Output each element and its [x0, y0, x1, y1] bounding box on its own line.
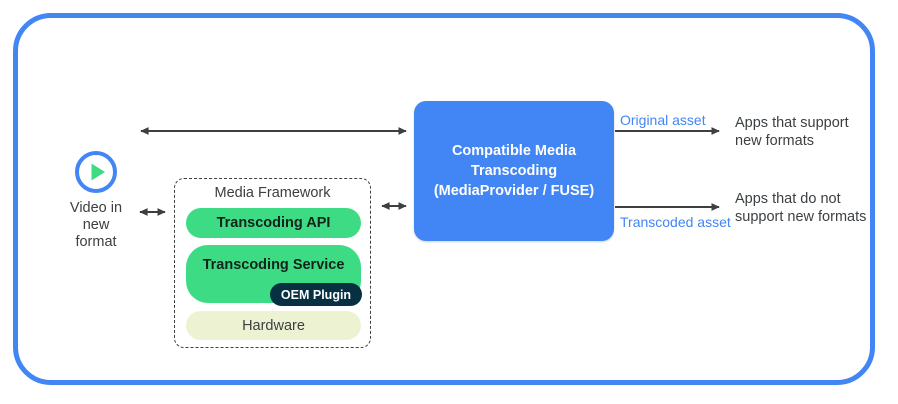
apps-that-do-not-support-label: Apps that do not support new formats: [735, 191, 867, 225]
transcoding-api-block: Transcoding API: [186, 208, 361, 238]
video-source-group: Video in new format: [48, 150, 144, 251]
media-framework-title: Media Framework: [214, 185, 331, 201]
oem-plugin-badge: OEM Plugin: [270, 283, 362, 306]
transcoded-asset-label: Transcoded asset: [620, 214, 731, 230]
compatible-media-transcoding-box: Compatible Media Transcoding (MediaProvi…: [414, 101, 614, 241]
apps-that-support-label: Apps that support new formats: [735, 115, 849, 149]
play-circle-icon: [75, 151, 117, 193]
media-framework-box: Media Framework Transcoding API Transcod…: [174, 178, 371, 348]
hardware-block: Hardware: [186, 311, 361, 340]
original-asset-label: Original asset: [620, 112, 706, 128]
video-source-label: Video in new format: [69, 200, 123, 250]
